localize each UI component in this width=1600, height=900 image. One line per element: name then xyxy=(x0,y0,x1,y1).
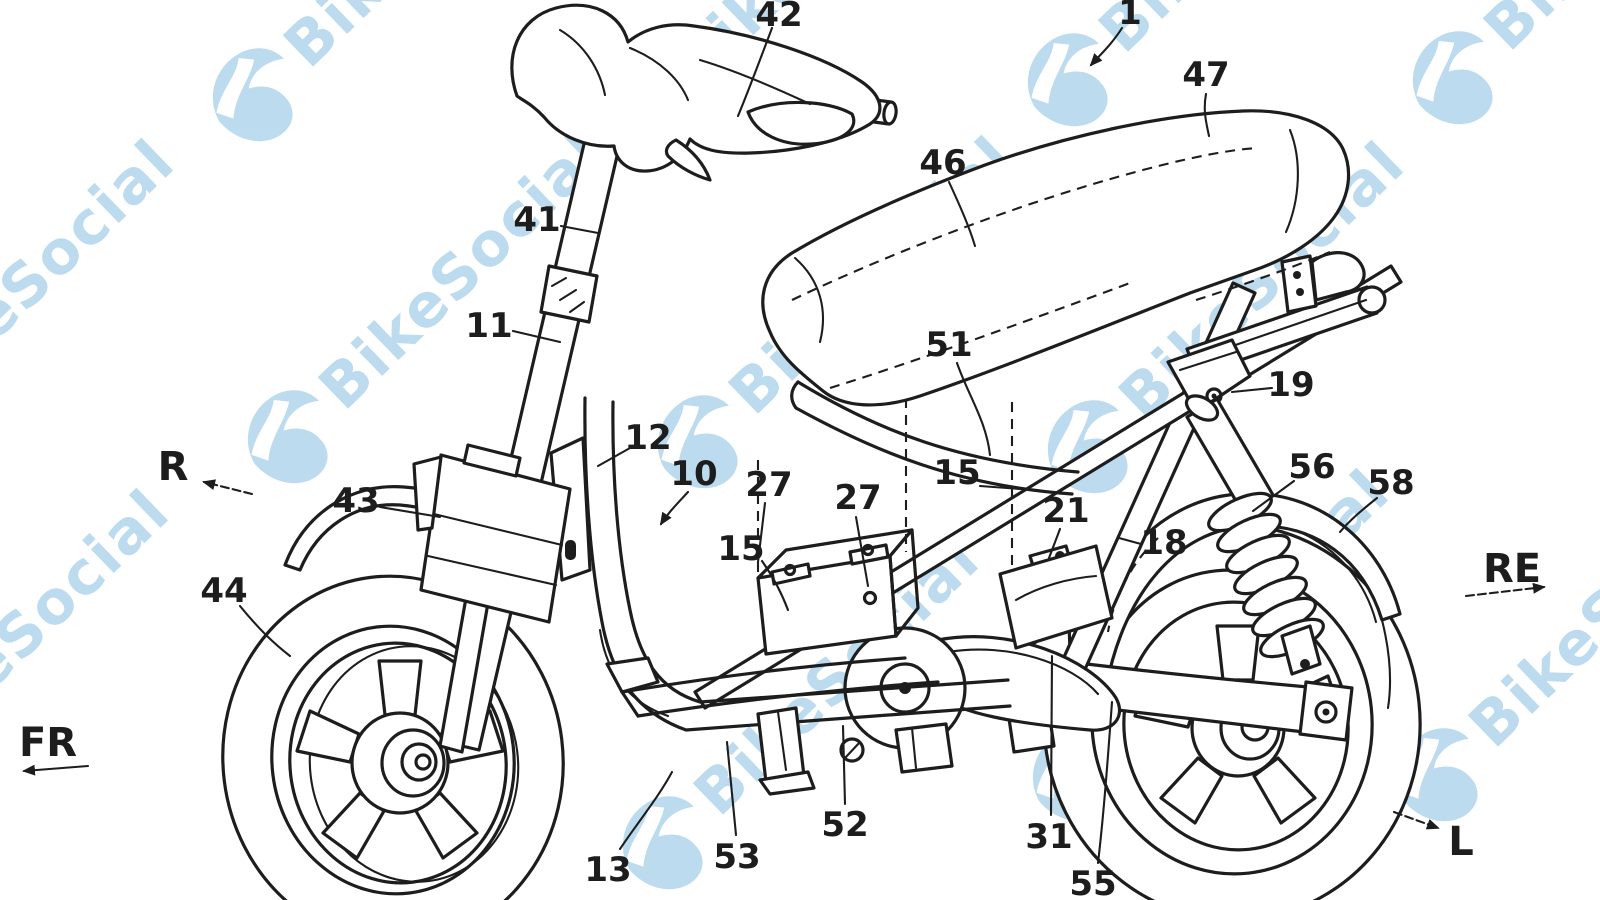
watermark-text: BikeSocial xyxy=(0,126,189,431)
leader-line-58 xyxy=(1338,496,1379,534)
front-spoke xyxy=(377,659,423,717)
leader-line-15 xyxy=(978,484,1036,492)
leader-line-41 xyxy=(559,224,600,235)
part-label-10: 10 xyxy=(670,454,717,494)
leader-line-21 xyxy=(1047,527,1062,560)
direction-label-R: R xyxy=(158,444,189,490)
leader-line-51 xyxy=(955,361,992,457)
part-label-1: 1 xyxy=(1118,0,1142,33)
part-label-41: 41 xyxy=(513,200,560,240)
direction-label-FR: FR xyxy=(19,720,77,766)
leader-line-43 xyxy=(378,505,442,519)
leader-line-27 xyxy=(756,501,767,564)
leader-line-15 xyxy=(760,559,790,612)
part-label-19: 19 xyxy=(1267,365,1314,405)
bikesocial-swoosh-icon xyxy=(247,390,328,484)
direction-arrow-RE xyxy=(1464,582,1546,598)
leader-line-42 xyxy=(736,26,774,118)
leader-line-12 xyxy=(596,446,632,468)
part-label-51: 51 xyxy=(925,325,972,365)
part-label-21: 21 xyxy=(1042,491,1089,531)
bikesocial-swoosh-icon xyxy=(212,48,293,142)
part-label-56: 56 xyxy=(1288,447,1335,487)
leader-line-52 xyxy=(841,724,847,806)
bikesocial-watermark: BikeSocial xyxy=(0,476,184,781)
bikesocial-watermark: BikeSocial xyxy=(1412,0,1600,125)
leader-line-18 xyxy=(1117,536,1143,546)
leader-line-31 xyxy=(1049,654,1054,817)
battery-box xyxy=(756,398,1114,656)
leader-line-47 xyxy=(1203,92,1211,138)
part-label-12: 12 xyxy=(624,418,671,458)
part-label-44: 44 xyxy=(200,571,247,611)
part-label-47: 47 xyxy=(1182,55,1229,95)
direction-arrow-FR xyxy=(22,764,90,776)
center-stand xyxy=(756,706,954,796)
leader-line-1 xyxy=(1089,26,1124,67)
leader-line-13 xyxy=(618,770,674,851)
bikesocial-swoosh-icon xyxy=(657,395,738,489)
part-label-55: 55 xyxy=(1069,864,1116,900)
leader-line-10 xyxy=(659,490,690,526)
leader-line-55 xyxy=(1096,700,1114,865)
leader-line-11 xyxy=(511,329,562,344)
part-label-11: 11 xyxy=(465,306,512,346)
handlebar-cover xyxy=(510,3,882,173)
part-label-27: 27 xyxy=(745,465,792,505)
part-label-27: 27 xyxy=(834,478,881,518)
seat-rear-bracket xyxy=(1280,254,1318,314)
leader-lines-layer xyxy=(238,26,1379,865)
bikesocial-swoosh-icon xyxy=(1027,33,1108,127)
bikesocial-swoosh-icon xyxy=(622,796,703,890)
part-label-46: 46 xyxy=(919,143,966,183)
bikesocial-swoosh-icon xyxy=(1412,31,1493,125)
part-label-18: 18 xyxy=(1140,523,1187,563)
leader-line-53 xyxy=(725,740,738,837)
part-label-13: 13 xyxy=(584,850,631,890)
leader-line-27 xyxy=(854,515,870,588)
leader-line-19 xyxy=(1230,386,1274,394)
part-label-31: 31 xyxy=(1025,817,1072,857)
shock-top-mount xyxy=(1166,338,1252,414)
controller-unit xyxy=(998,544,1114,650)
direction-arrow-L xyxy=(1392,810,1440,830)
leader-line-46 xyxy=(947,180,977,248)
part-label-15: 15 xyxy=(933,453,980,493)
rear-spoke xyxy=(1215,624,1261,682)
part-label-53: 53 xyxy=(713,837,760,877)
direction-labels-layer: R FR RE L xyxy=(19,444,1546,865)
direction-label-L: L xyxy=(1448,819,1474,865)
direction-arrow-R xyxy=(202,479,254,496)
seat xyxy=(761,109,1351,407)
shock-absorber xyxy=(1166,338,1325,676)
front-fork xyxy=(412,436,592,754)
part-label-43: 43 xyxy=(332,481,379,521)
direction-label-RE: RE xyxy=(1483,546,1541,592)
footboard xyxy=(605,656,940,718)
part-label-42: 42 xyxy=(755,0,802,35)
leader-line-44 xyxy=(238,604,292,658)
watermark-text: BikeSocial xyxy=(1456,456,1600,761)
part-label-52: 52 xyxy=(821,805,868,845)
handlebar xyxy=(510,3,898,182)
watermark-text: BikeSocial xyxy=(1471,0,1600,64)
leader-line-56 xyxy=(1251,479,1296,513)
part-label-58: 58 xyxy=(1367,463,1414,503)
part-label-15: 15 xyxy=(717,529,764,569)
